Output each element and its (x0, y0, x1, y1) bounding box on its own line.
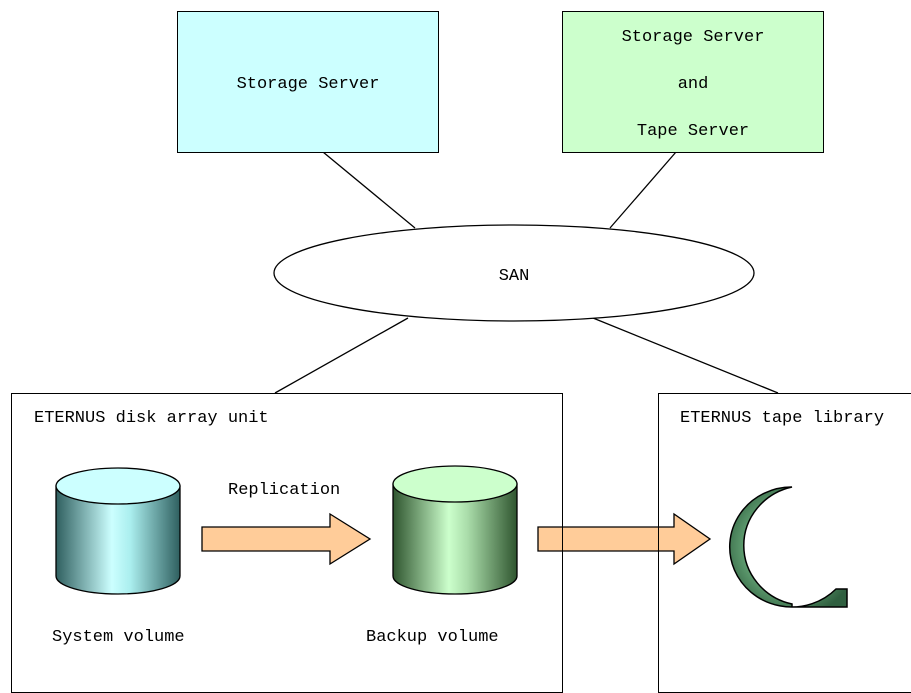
backup-to-tape-arrow (537, 512, 712, 566)
disk-array-label: ETERNUS disk array unit (34, 409, 269, 428)
backup-volume-label: Backup volume (366, 628, 499, 647)
backup-volume-cylinder (392, 465, 518, 595)
san-label: SAN (498, 267, 530, 286)
tape-library-box: ETERNUS tape library (658, 393, 911, 693)
system-volume-label: System volume (52, 628, 185, 647)
storage-tape-server-line-2: and (677, 75, 709, 94)
storage-tape-server-line-3: Tape Server (636, 122, 750, 141)
connection-lines (274, 151, 779, 394)
storage-tape-server-line-1: Storage Server (621, 28, 765, 47)
link-storage-server-san (322, 151, 416, 229)
replication-label: Replication (228, 481, 341, 500)
san-ellipse (273, 224, 755, 322)
storage-server-box: Storage Server (177, 11, 439, 153)
tape-library-label: ETERNUS tape library (680, 409, 885, 428)
link-tape-server-san (609, 151, 677, 229)
storage-tape-server-box: Storage Server and Tape Server (562, 11, 824, 153)
link-san-disk-array (274, 317, 409, 394)
replication-arrow (201, 512, 372, 566)
diagram: Storage Server Storage Server and Tape S… (11, 11, 911, 693)
storage-server-label: Storage Server (236, 75, 380, 94)
system-volume-cylinder (55, 467, 181, 595)
tape-reel-icon (728, 486, 848, 608)
disk-array-box: ETERNUS disk array unit (11, 393, 563, 693)
link-san-tape-library (592, 317, 779, 394)
